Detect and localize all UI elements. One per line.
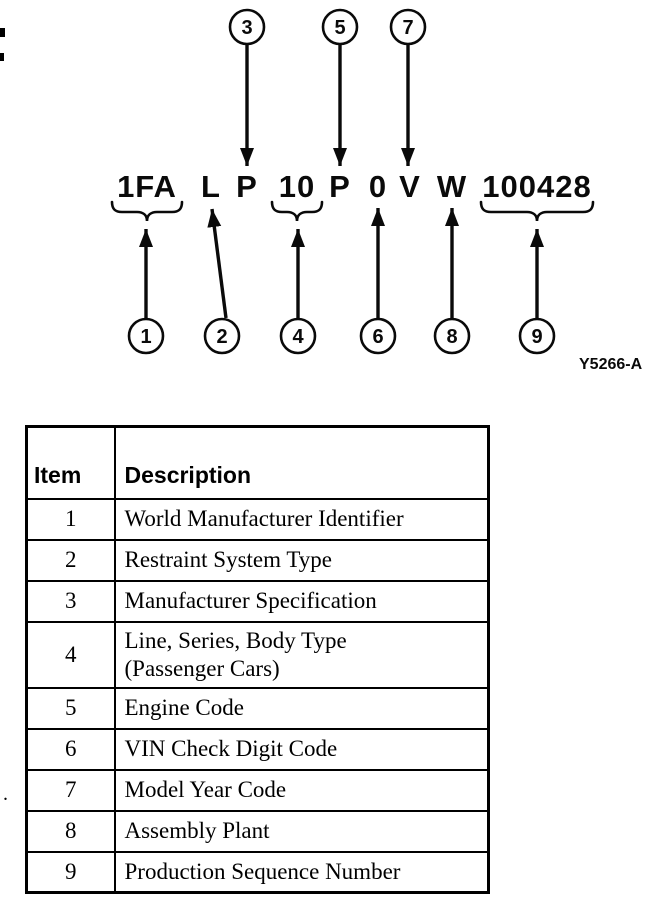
table-row: 5 Engine Code [25, 686, 490, 730]
item-description: Engine Code [113, 686, 490, 730]
item-description: World Manufacturer Identifier [113, 497, 490, 541]
table-row: 4 Line, Series, Body Type (Passenger Car… [25, 620, 490, 689]
item-number: 2 [25, 538, 116, 582]
callout-7: 7 [389, 8, 427, 46]
table-row: 1 World Manufacturer Identifier [25, 497, 490, 541]
vin-segment-wmi: 1FA [117, 169, 177, 204]
item-description: VIN Check Digit Code [113, 727, 490, 771]
underbrace-sequence [479, 200, 595, 222]
item-description: Assembly Plant [113, 809, 490, 853]
item-number: 4 [25, 620, 116, 689]
stray-mark: . [3, 783, 8, 805]
vin-segment-line-series: 10 [279, 169, 315, 204]
scan-artifact [0, 53, 4, 61]
item-number: 9 [25, 850, 116, 894]
callout-1: 1 [127, 317, 165, 355]
callout-number: 8 [446, 326, 457, 348]
underbrace-line-series [270, 200, 324, 222]
item-number: 5 [25, 686, 116, 730]
callout-9: 9 [518, 317, 556, 355]
table-row: 3 Manufacturer Specification [25, 579, 490, 623]
item-description: Production Sequence Number [113, 850, 490, 894]
vin-segment-sequence: 100428 [482, 169, 591, 204]
item-number: 1 [25, 497, 116, 541]
arrow-up-icon [207, 208, 228, 319]
figure-reference-code: Y5266-A [579, 356, 643, 373]
callout-circle [433, 317, 471, 355]
callout-circle [279, 317, 317, 355]
vin-segment-mfr-spec: P [236, 169, 258, 204]
table-row: 8 Assembly Plant [25, 809, 490, 853]
item-number: 6 [25, 727, 116, 771]
callout-circle [359, 317, 397, 355]
callout-number: 3 [241, 17, 252, 39]
table-header-row: Item Description [25, 425, 490, 500]
callout-8: 8 [433, 317, 471, 355]
table-row: 9 Production Sequence Number [25, 850, 490, 894]
callout-circle [127, 317, 165, 355]
scan-artifact [0, 28, 5, 37]
callout-number: 6 [372, 326, 383, 348]
item-number: 7 [25, 768, 116, 812]
underbrace-wmi [110, 200, 184, 222]
header-item: Item [25, 425, 116, 500]
callout-5: 5 [321, 8, 359, 46]
callout-6: 6 [359, 317, 397, 355]
vin-segment-model-year: V [399, 169, 421, 204]
callout-circle [518, 317, 556, 355]
item-number: 8 [25, 809, 116, 853]
callout-2: 2 [203, 317, 241, 355]
table-row: 7 Model Year Code [25, 768, 490, 812]
table-row: 2 Restraint System Type [25, 538, 490, 582]
vin-description-table: Item Description 1 World Manufacturer Id… [25, 425, 490, 895]
table-row: 6 VIN Check Digit Code [25, 727, 490, 771]
item-description: Model Year Code [113, 768, 490, 812]
callout-number: 7 [402, 17, 413, 39]
vin-segment-assembly-plant: W [437, 169, 467, 204]
callout-circle [321, 8, 359, 46]
callout-number: 2 [216, 326, 227, 348]
item-description: Restraint System Type [113, 538, 490, 582]
callout-circle [228, 8, 266, 46]
item-description: Line, Series, Body Type (Passenger Cars) [113, 620, 490, 689]
callout-number: 9 [531, 326, 542, 348]
vin-segment-engine: P [329, 169, 351, 204]
callout-4: 4 [279, 317, 317, 355]
vin-segment-restraint: L [201, 169, 221, 204]
vin-table-body: 1 World Manufacturer Identifier 2 Restra… [25, 497, 490, 894]
vin-callout-diagram: 3 5 7 1FA L P 10 P 0 V W 100428 1 2 4 [110, 8, 643, 373]
callout-3: 3 [228, 8, 266, 46]
vin-segment-check-digit: 0 [369, 169, 387, 204]
callout-circle [203, 317, 241, 355]
callout-circle [389, 8, 427, 46]
callout-number: 1 [140, 326, 151, 348]
header-description: Description [113, 425, 490, 500]
callout-number: 4 [292, 326, 304, 348]
item-number: 3 [25, 579, 116, 623]
item-description: Manufacturer Specification [113, 579, 490, 623]
callout-number: 5 [334, 17, 345, 39]
